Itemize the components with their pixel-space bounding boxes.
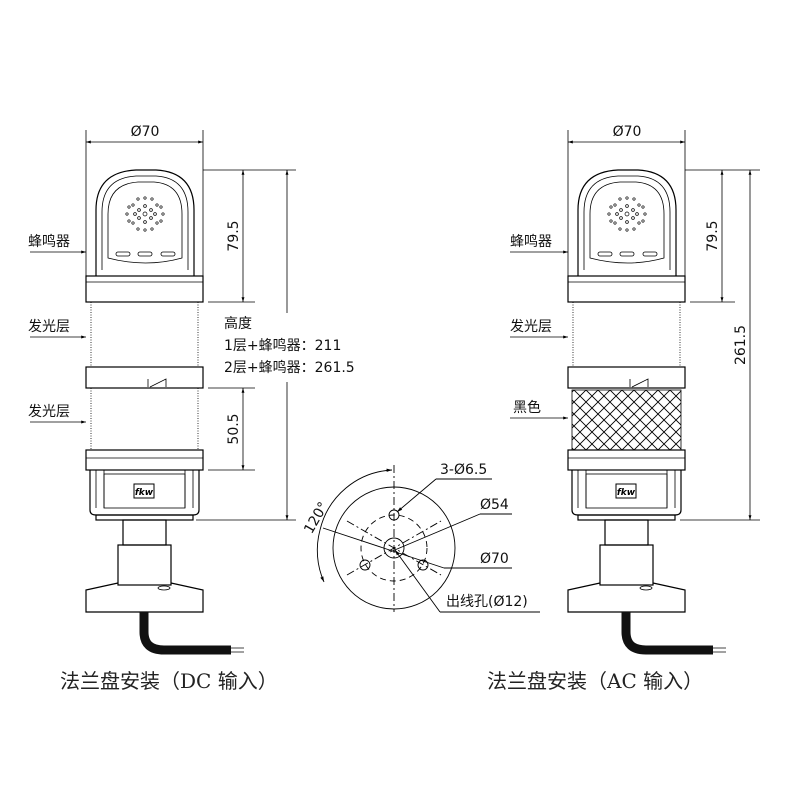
flange-top-view bbox=[316, 465, 540, 613]
dc-light-layer-label-2: 发光层 bbox=[28, 404, 70, 420]
ac-buzzer-label: 蜂鸣器 bbox=[510, 233, 552, 250]
flange-diameter-label: Ø70 bbox=[480, 551, 509, 567]
ac-diameter-label: Ø70 bbox=[613, 124, 642, 140]
ac-black-label: 黑色 bbox=[513, 399, 541, 416]
ac-buzzer-height: 79.5 bbox=[705, 220, 721, 251]
cable-hole-label: 出线孔(Ø12) bbox=[446, 594, 528, 610]
dc-caption: 法兰盘安装（DC 输入） bbox=[60, 669, 278, 693]
dc-buzzer-label: 蜂鸣器 bbox=[28, 233, 70, 250]
dc-dimensions bbox=[30, 130, 296, 521]
ac-caption: 法兰盘安装（AC 输入） bbox=[487, 669, 703, 693]
pcd-label: Ø54 bbox=[480, 497, 509, 513]
dc-light-layer-label-1: 发光层 bbox=[28, 319, 70, 335]
height-title: 高度 bbox=[224, 315, 252, 332]
mounting-holes-label: 3-Ø6.5 bbox=[440, 462, 487, 478]
dc-tier-height: 50.5 bbox=[226, 413, 242, 444]
dc-diameter-label: Ø70 bbox=[131, 124, 160, 140]
height-1-tier: 1层+蜂鸣器：211 bbox=[224, 337, 341, 354]
ac-light-layer-label: 发光层 bbox=[510, 319, 552, 335]
angle-label: 120° bbox=[301, 499, 332, 536]
ac-dimensions bbox=[510, 130, 760, 521]
dc-buzzer-height: 79.5 bbox=[226, 220, 242, 251]
ac-tower-drawing bbox=[568, 170, 726, 652]
dc-tower-drawing bbox=[86, 170, 244, 652]
ac-total-height: 261.5 bbox=[733, 325, 749, 365]
height-2-tier: 2层+蜂鸣器：261.5 bbox=[224, 359, 355, 376]
